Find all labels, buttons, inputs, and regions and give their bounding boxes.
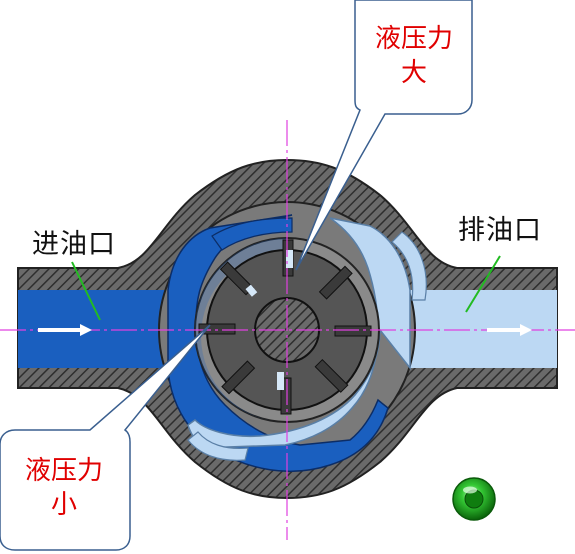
- outlet-return-line: [391, 231, 427, 301]
- low-pressure-label: 液压力 小: [4, 454, 124, 522]
- centerlines: [0, 120, 575, 540]
- vane: [318, 265, 353, 300]
- vane: [334, 325, 372, 337]
- inlet-pointer-line: [71, 261, 101, 321]
- inlet-passage-top: [211, 217, 293, 251]
- vane-tip-highlight: [245, 284, 258, 297]
- high-pressure-label-line1: 液压力: [374, 24, 453, 54]
- callout-low-pressure: [0, 324, 211, 551]
- low-pressure-label-line1: 液压力: [24, 456, 103, 486]
- arrow-right-icon: [38, 324, 92, 336]
- outlet-bottom-line: [187, 431, 249, 461]
- green-circle-icon[interactable]: [451, 476, 497, 522]
- arrow-right-icon: [487, 324, 532, 336]
- vane: [280, 377, 292, 415]
- vane: [221, 360, 256, 395]
- outlet-label: 排油口: [458, 215, 542, 246]
- callout-high-pressure: [295, 0, 473, 271]
- working-chamber-low: [195, 238, 287, 422]
- low-pressure-label-line2: 小: [50, 490, 77, 520]
- outlet-pointer-line: [465, 255, 501, 313]
- outlet-channel: [410, 290, 557, 368]
- high-pressure-label: 液压力 大: [360, 22, 468, 90]
- vane-tip-highlight: [286, 250, 293, 268]
- vane: [314, 358, 349, 393]
- vane-tip-highlight: [277, 372, 284, 390]
- inlet-label: 进油口: [32, 229, 116, 260]
- outlet-passage: [187, 217, 411, 449]
- high-pressure-label-line2: 大: [400, 58, 427, 88]
